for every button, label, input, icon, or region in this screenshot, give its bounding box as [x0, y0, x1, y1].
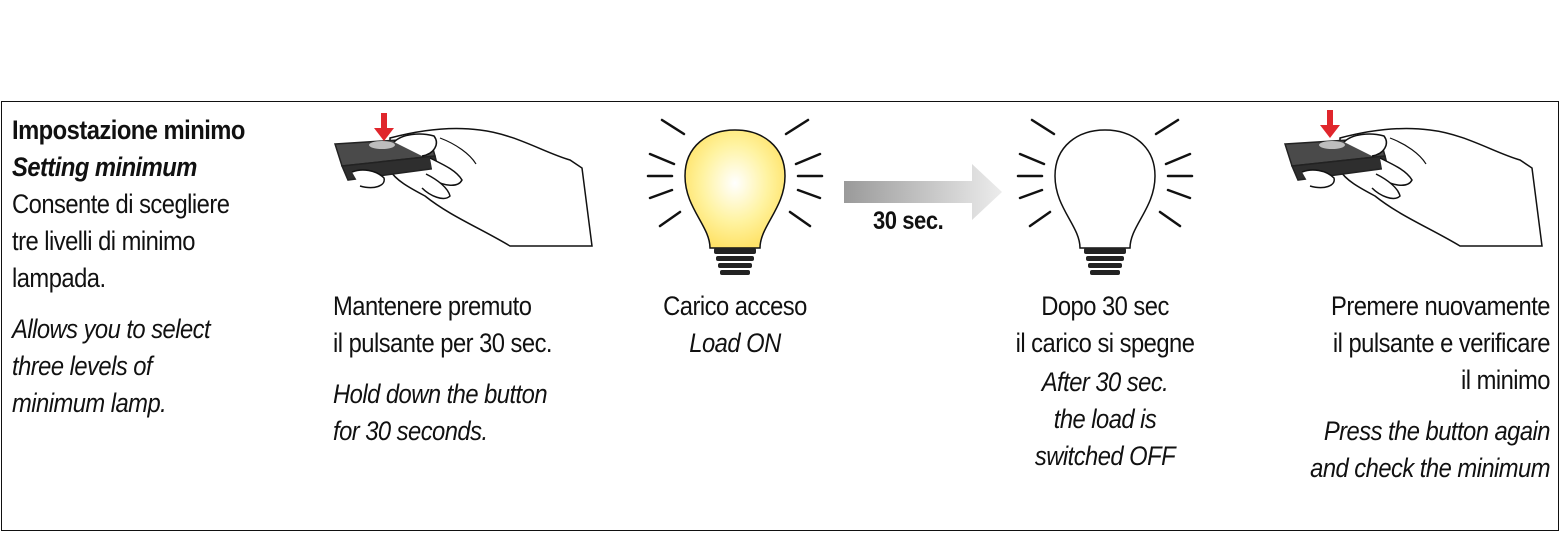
step2-it-1: Carico acceso	[663, 291, 807, 321]
bulb-on-icon	[646, 118, 824, 275]
step3-en-2: the load is	[1053, 404, 1157, 434]
step3-en-1: After 30 sec.	[1041, 367, 1169, 397]
step4-en-1: Press the button again	[1323, 416, 1551, 446]
step4-en-2: and check the minimum	[1310, 453, 1550, 483]
intro-desc-it-1: Consente di scegliere	[12, 189, 230, 219]
transition-arrow-icon	[844, 164, 1002, 220]
step3-en-3: switched OFF	[1034, 441, 1176, 471]
step4-it-3: il minimo	[1461, 365, 1551, 395]
intro-desc-en-1: Allows you to select	[12, 314, 211, 344]
step3-it-2: il carico si spegne	[1015, 328, 1195, 358]
bulb-off-icon	[1016, 118, 1194, 275]
step2-en-1: Load ON	[689, 328, 781, 358]
hand-remote-icon	[1283, 127, 1543, 247]
step1-en-2: for 30 seconds.	[333, 416, 488, 446]
step4-it-1: Premere nuovamente	[1331, 291, 1551, 321]
press-arrow-icon	[374, 113, 394, 141]
diagram-frame	[1, 101, 1559, 531]
intro-desc-en-3: minimum lamp.	[12, 388, 167, 418]
title: Impostazione minimo	[12, 115, 245, 145]
step1-en-1: Hold down the button	[333, 379, 548, 409]
subtitle: Setting minimum	[12, 152, 197, 182]
hand-remote-icon	[333, 127, 593, 247]
step3-it-1: Dopo 30 sec	[1041, 291, 1169, 321]
press-arrow-icon	[1320, 110, 1340, 138]
step4-it-2: il pulsante e verificare	[1332, 328, 1551, 358]
intro-desc-en-2: three levels of	[12, 351, 153, 381]
arrow-label: 30 sec.	[873, 207, 944, 235]
step1-it-2: il pulsante per 30 sec.	[333, 328, 553, 358]
intro-desc-it-2: tre livelli di minimo	[12, 226, 196, 256]
intro-desc-it-3: lampada.	[12, 263, 106, 293]
step1-it-1: Mantenere premuto	[333, 291, 532, 321]
